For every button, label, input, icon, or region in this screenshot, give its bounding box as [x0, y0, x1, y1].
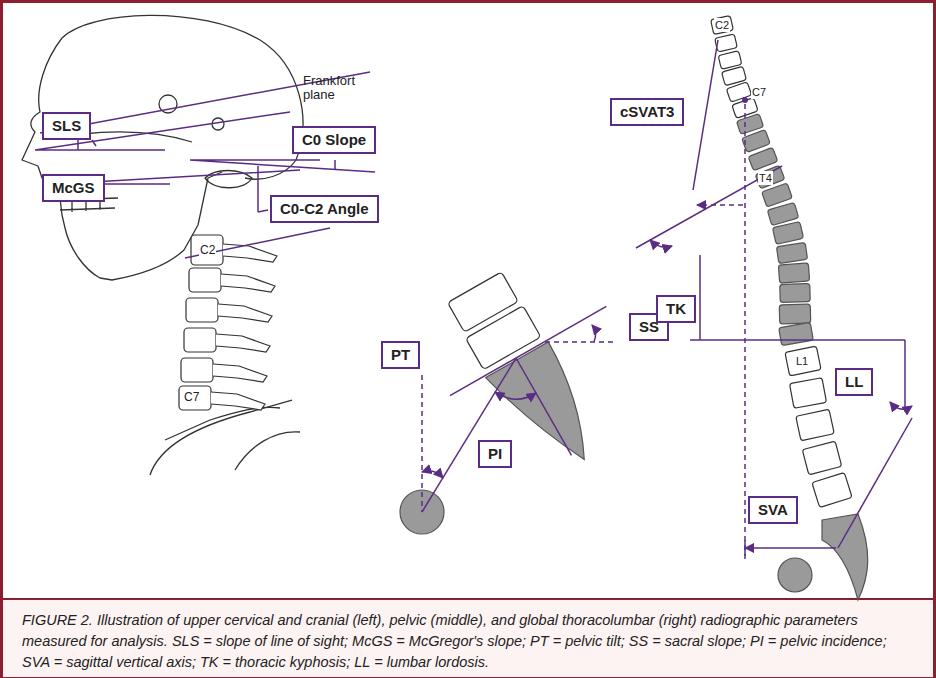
pelvic-lines — [592, 325, 596, 342]
plane-label: Frankfort plane — [303, 74, 373, 102]
cervical-vertebrae — [189, 268, 221, 292]
pelvis-sketch — [516, 358, 571, 455]
pelvic-lines — [545, 341, 615, 343]
parameter-box: LL — [835, 368, 873, 396]
c7-point — [742, 97, 748, 103]
parameter-box: SLS — [42, 112, 91, 140]
measurement-lines — [190, 160, 375, 172]
parameter-box: C0 Slope — [292, 126, 376, 154]
pelvis-sketch — [409, 235, 666, 501]
vertebra-label: C7 — [751, 85, 767, 99]
spine-vertebrae — [780, 284, 810, 303]
parameter-label: SLS — [52, 117, 81, 135]
parameter-box: McGS — [42, 174, 105, 202]
spinal-lines — [650, 240, 672, 247]
cervical-vertebrae — [223, 244, 277, 262]
spinal-lines — [636, 166, 782, 248]
spinal-lines — [745, 547, 836, 549]
cervical-vertebrae — [191, 235, 223, 265]
pelvis-sketch — [450, 306, 606, 395]
figure-caption: FIGURE 2. Illustration of upper cervical… — [22, 610, 914, 673]
measurement-lines — [35, 72, 375, 258]
spinal-lines — [838, 418, 912, 548]
cervical-vertebrae — [211, 392, 265, 410]
pelvic-lines — [422, 325, 615, 512]
spine-vertebrae — [762, 183, 793, 207]
spinal-lines — [890, 402, 912, 409]
cervical-vertebrae — [218, 304, 272, 322]
parameter-box: PI — [478, 440, 512, 468]
spine-vertebrae — [718, 51, 742, 70]
measurement-lines — [92, 140, 96, 146]
spinal-lines — [693, 40, 718, 190]
spine-vertebrae — [785, 346, 821, 376]
measurement-lines — [35, 112, 290, 150]
cervical-vertebrae — [186, 298, 218, 322]
spinal-lines — [744, 104, 746, 560]
skull-sketch — [62, 15, 303, 179]
vertebra-label: C2 — [714, 18, 730, 32]
spine-vertebrae — [742, 130, 771, 153]
pelvic-lines — [422, 358, 516, 512]
pelvic-lines — [421, 375, 423, 512]
vertebra-label: C2 — [199, 243, 216, 257]
parameter-label: TK — [666, 300, 686, 318]
spinal-lines — [697, 204, 743, 206]
spine-vertebrae — [776, 242, 807, 263]
parameter-box: cSVAT3 — [610, 98, 684, 126]
parameter-label: PI — [488, 445, 502, 463]
parameter-label: SVA — [758, 501, 788, 519]
spine-vertebrae — [772, 222, 803, 245]
parameter-box: C0-C2 Angle — [270, 195, 379, 223]
skull-sketch — [22, 15, 303, 475]
parameter-box: SVA — [748, 496, 798, 524]
spine-vertebrae — [802, 441, 841, 475]
sacrum — [822, 514, 868, 600]
vertebra-label: C7 — [183, 390, 200, 404]
spine-vertebrae — [789, 378, 826, 409]
spine-vertebrae — [796, 409, 835, 441]
spine-vertebrae — [812, 473, 852, 508]
vertebra-label: T4 — [758, 171, 773, 185]
parameter-label: McGS — [52, 179, 95, 197]
cervical-vertebrae — [181, 358, 213, 382]
cervical-vertebrae — [221, 274, 275, 292]
spinal-lines — [744, 540, 746, 556]
parameter-box: TK — [656, 295, 696, 323]
skull-sketch — [165, 407, 280, 440]
cervical-vertebrae — [179, 386, 211, 410]
spine-vertebrae — [711, 16, 852, 508]
cervical-vertebrae — [184, 328, 216, 352]
parameter-label: PT — [391, 346, 410, 364]
cervical-vertebrae — [216, 334, 270, 352]
spinal-lines — [904, 340, 906, 410]
parameter-label: C0-C2 Angle — [280, 200, 369, 218]
parameter-label: cSVAT3 — [620, 103, 674, 121]
cervical-vertebrae — [213, 364, 267, 382]
spine-vertebrae — [779, 322, 814, 345]
vertebra-label: L1 — [795, 354, 809, 368]
skull-sketch — [235, 432, 300, 470]
spine-vertebrae — [778, 263, 809, 283]
femoral-head — [778, 558, 812, 592]
parameter-box: PT — [381, 341, 420, 369]
pelvic-lines — [422, 471, 443, 478]
cervical-vertebrae — [179, 235, 277, 410]
parameter-label: LL — [845, 373, 863, 391]
spine-vertebrae — [711, 16, 734, 35]
spine-vertebrae — [779, 304, 810, 324]
skull-sketch — [22, 38, 222, 280]
spine-vertebrae — [767, 202, 798, 225]
spinal-lines — [699, 255, 701, 340]
pelvic-lines — [495, 392, 536, 399]
parameter-label: C0 Slope — [302, 131, 366, 149]
spinal-lines — [690, 339, 905, 341]
